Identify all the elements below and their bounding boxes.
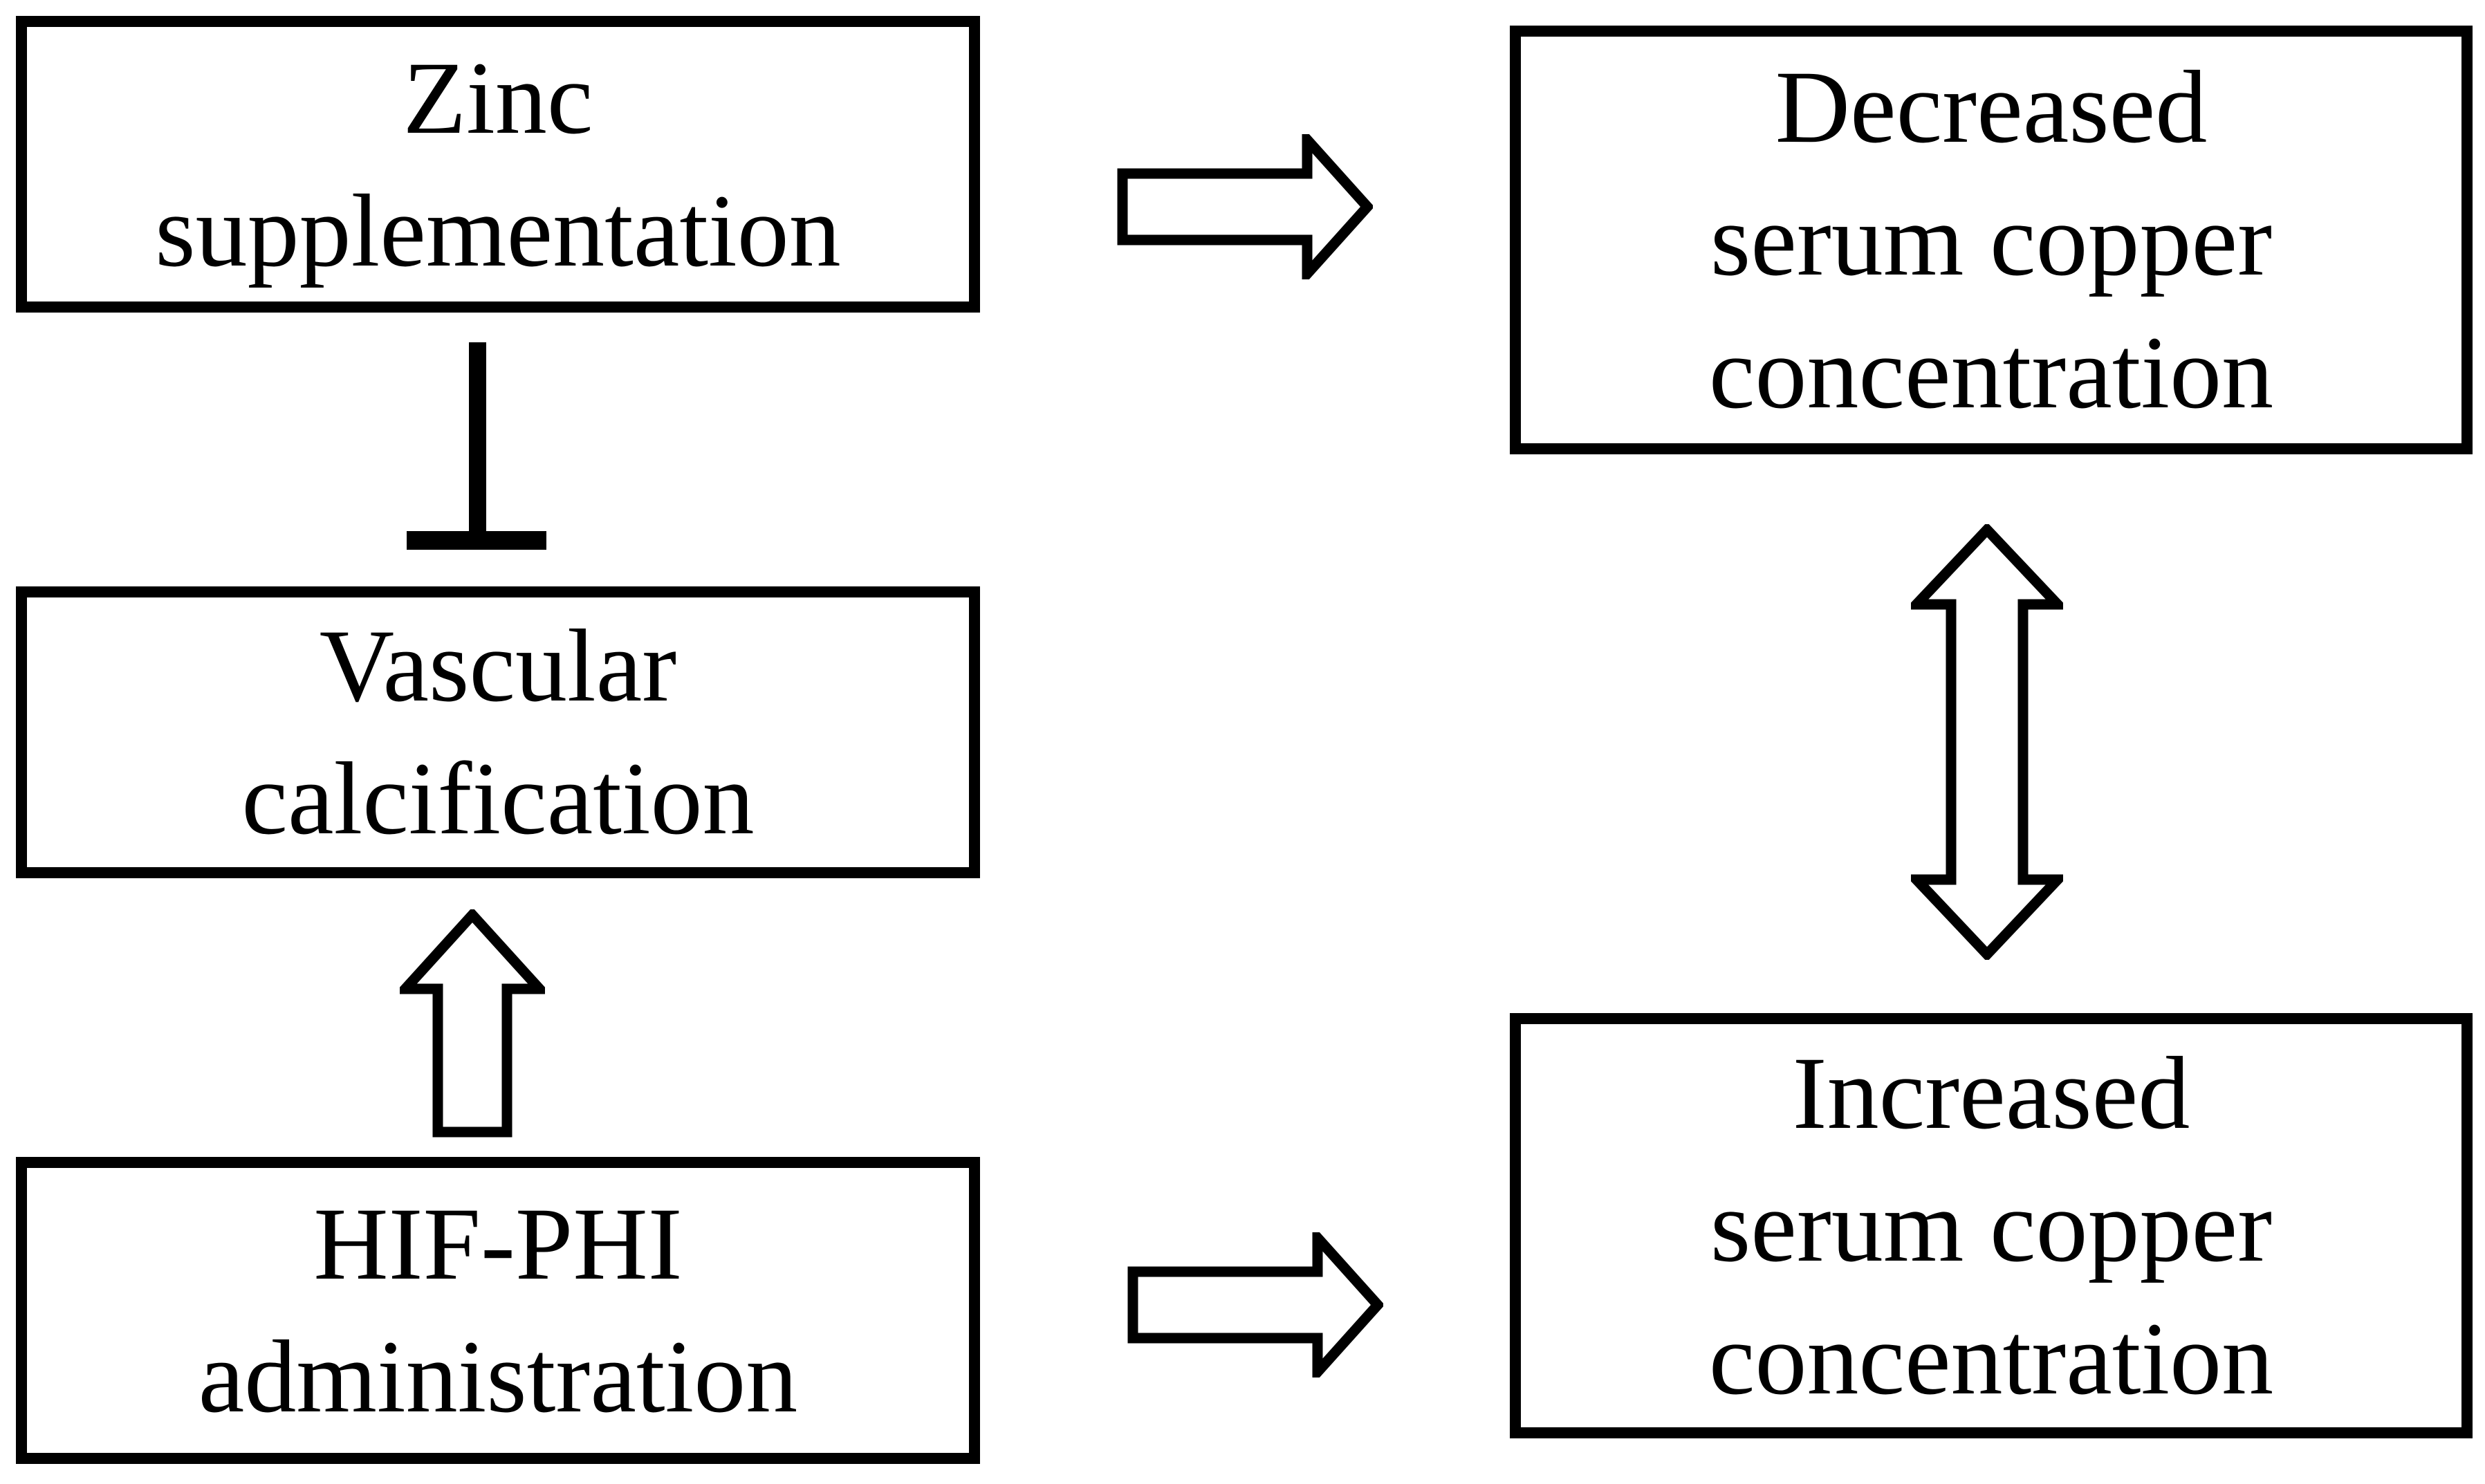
zinc-supplementation-box: Zinc supplementation: [16, 16, 980, 313]
box-text-line: Increased: [1792, 1035, 2190, 1151]
decreased-serum-copper-box: Decreased serum copper concentration: [1510, 26, 2473, 454]
box-text-line: calcification: [241, 741, 755, 856]
inhibition-tbar-stem: [469, 342, 486, 531]
box-text-line: concentration: [1708, 315, 2274, 430]
hif-phi-administration-box: HIF-PHI administration: [16, 1157, 980, 1464]
right-arrow-shape: [1117, 134, 1373, 279]
right-arrow-shape: [1127, 1232, 1383, 1378]
vascular-calcification-box: Vascular calcification: [16, 586, 980, 878]
right-block-arrow-icon: [1117, 134, 1373, 279]
box-text-line: serum copper: [1710, 1168, 2273, 1283]
increased-serum-copper-box: Increased serum copper concentration: [1510, 1013, 2473, 1438]
box-text-line: supplementation: [155, 173, 841, 288]
box-text-line: concentration: [1708, 1301, 2274, 1416]
right-block-arrow-icon: [1127, 1232, 1383, 1378]
box-text-line: Decreased: [1775, 50, 2208, 165]
double-vertical-block-arrow-icon: [1911, 524, 2063, 960]
box-text-line: administration: [198, 1319, 798, 1434]
up-arrow-shape: [400, 909, 545, 1138]
double-arrow-shape: [1911, 524, 2063, 960]
inhibition-tbar-crossbar: [407, 531, 546, 550]
box-text-line: Vascular: [319, 609, 677, 723]
up-block-arrow-icon: [400, 909, 545, 1138]
box-text-line: serum copper: [1710, 183, 2273, 297]
box-text-line: Zinc: [403, 40, 593, 156]
box-text-line: HIF-PHI: [313, 1187, 683, 1301]
